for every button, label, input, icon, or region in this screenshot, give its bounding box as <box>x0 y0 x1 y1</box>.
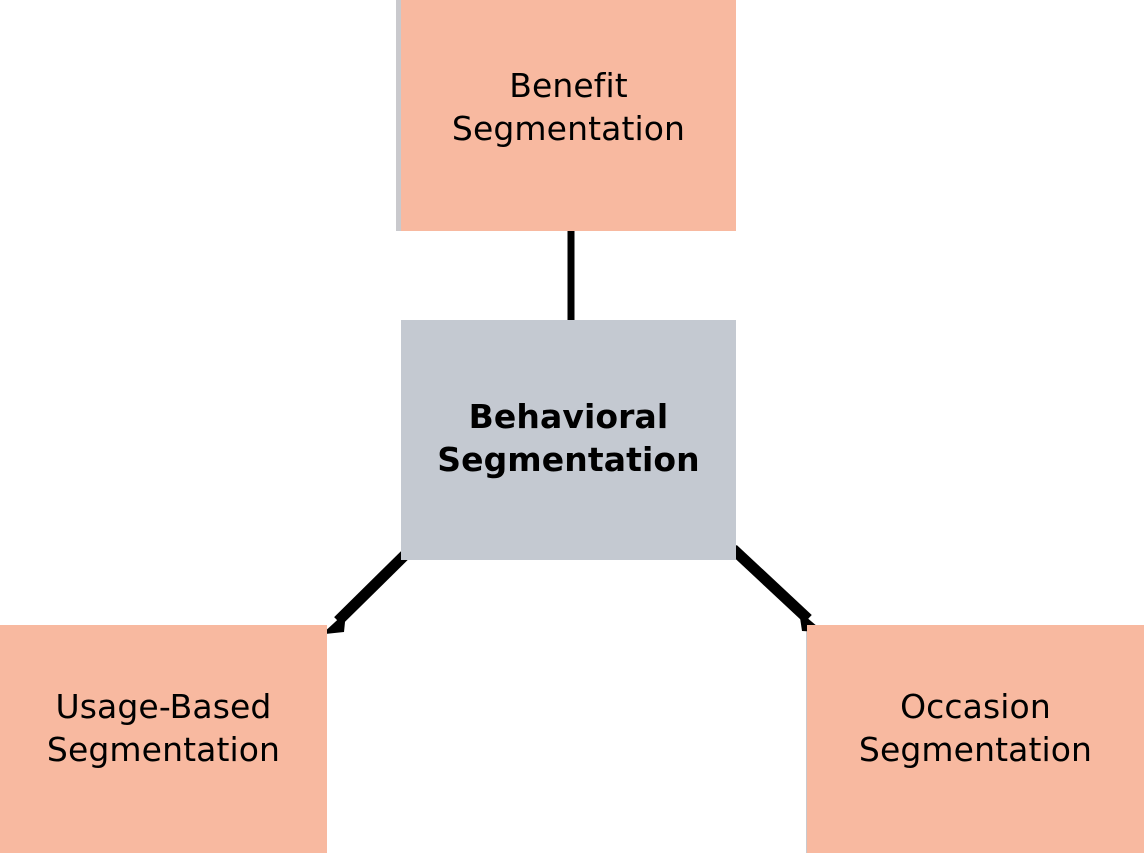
benefit-box-edge-strip <box>396 0 401 231</box>
node-usage-based-segmentation-label: Usage-Based Segmentation <box>46 687 281 769</box>
node-behavioral-segmentation[interactable]: Behavioral Segmentation <box>401 320 736 560</box>
node-occasion-segmentation[interactable]: Occasion Segmentation <box>807 625 1144 853</box>
connector-behavioral-to-occasion-shaft <box>729 544 812 624</box>
node-usage-based-segmentation[interactable]: Usage-Based Segmentation <box>0 625 327 853</box>
node-benefit-segmentation[interactable]: Benefit Segmentation <box>401 0 736 231</box>
node-behavioral-segmentation-label: Behavioral Segmentation <box>437 397 700 479</box>
node-occasion-segmentation-label: Occasion Segmentation <box>858 687 1093 769</box>
connector-behavioral-to-usage-shaft <box>334 547 413 625</box>
node-benefit-segmentation-label: Benefit Segmentation <box>451 65 686 148</box>
